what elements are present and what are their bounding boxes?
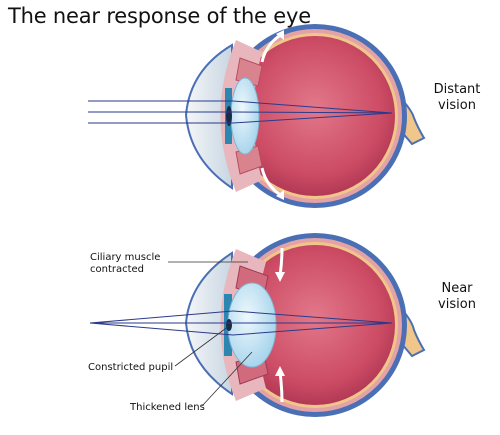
callout-leaders: [168, 261, 253, 407]
distant-vision-label: Distant vision: [430, 82, 484, 114]
near-vision-eye: [89, 233, 426, 417]
thickened-lens-callout: Thickened lens: [130, 402, 205, 413]
vitreous-body: [235, 36, 395, 196]
cornea: [184, 43, 233, 190]
lens: [230, 77, 260, 155]
near-vision-label: Near vision: [434, 281, 480, 313]
ciliary-callout-line2: contracted: [90, 264, 145, 275]
arrow-head-bottom: [276, 190, 284, 200]
constricted-pupil: [226, 319, 232, 331]
ciliary-callout-line1: Ciliary muscle: [90, 252, 161, 263]
arrow-head-top: [276, 30, 284, 40]
distant-vision-line1: Distant: [433, 82, 481, 97]
light-rays-diverging: [89, 310, 393, 336]
distant-vision-line2: vision: [438, 98, 476, 113]
vitreous-body: [235, 245, 395, 405]
light-rays-parallel: [88, 100, 393, 124]
thickened-lens: [227, 282, 277, 368]
near-vision-line2: vision: [438, 297, 476, 312]
near-vision-line1: Near: [441, 281, 473, 296]
distant-vision-eye: [88, 24, 426, 208]
arrow-head-top: [275, 272, 285, 282]
constricted-pupil-callout: Constricted pupil: [88, 362, 174, 373]
diagram-title: The near response of the eye: [8, 4, 311, 28]
ciliary-muscle-callout: Ciliary muscle contracted: [90, 252, 160, 276]
arrow-head-bottom: [275, 366, 285, 376]
pupil: [226, 106, 232, 126]
